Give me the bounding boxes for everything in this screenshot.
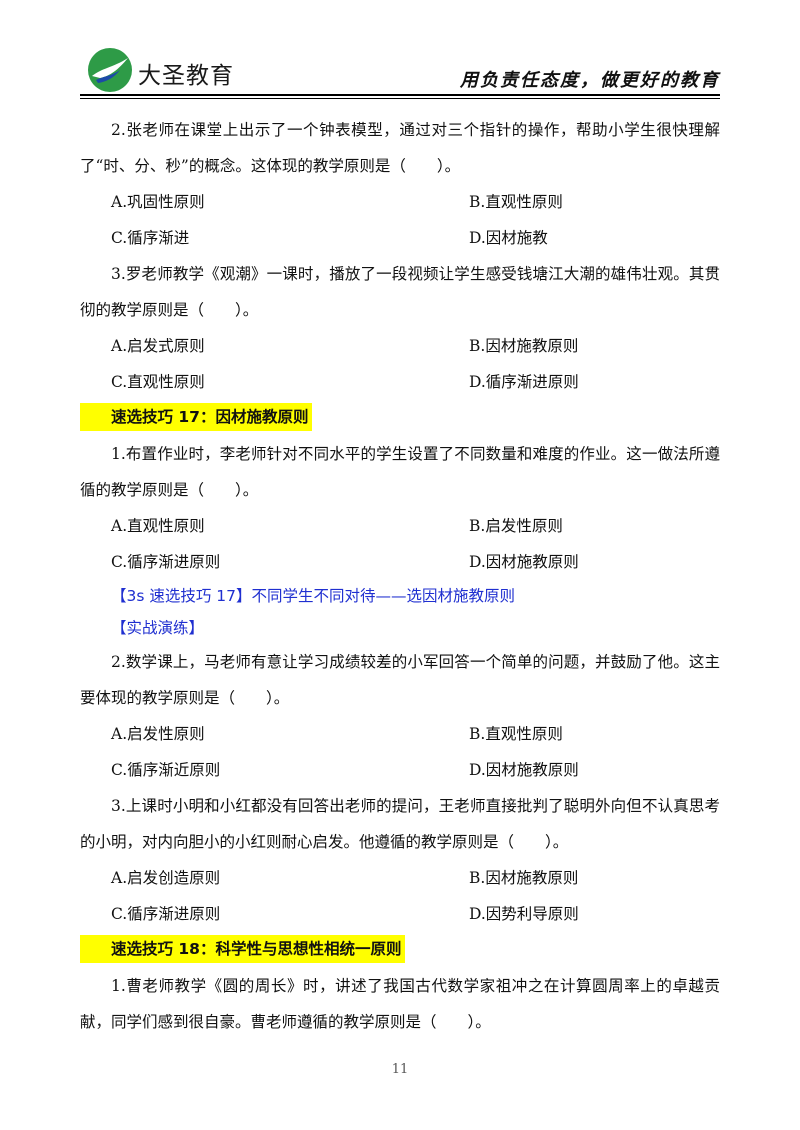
option-d: D.因材施教原则 <box>469 553 579 571</box>
option-d: D.因势利导原则 <box>469 905 579 923</box>
page-header: 大圣教育 用负责任态度，做更好的教育 <box>0 0 800 100</box>
swallow-logo-icon <box>88 48 132 92</box>
option-a: A.启发式原则 <box>111 337 205 355</box>
option-c: C.循序渐进原则 <box>111 553 221 571</box>
section-heading: 速选技巧 17：因材施教原则 <box>80 402 720 432</box>
option-row: C.循序渐进 D.因材施教 <box>80 220 720 256</box>
question-text: 2.张老师在课堂上出示了一个钟表模型，通过对三个指针的操作，帮助小学生很快理解了… <box>80 121 720 175</box>
option-row: A.巩固性原则 B.直观性原则 <box>80 184 720 220</box>
option-row: A.启发性原则 B.直观性原则 <box>80 716 720 752</box>
option-row: A.启发创造原则 B.因材施教原则 <box>80 860 720 896</box>
option-row: C.直观性原则 D.循序渐进原则 <box>80 364 720 400</box>
question-text: 3.上课时小明和小红都没有回答出老师的提问，王老师直接批判了聪明外向但不认真思考… <box>80 797 720 851</box>
option-d: D.循序渐进原则 <box>469 373 579 391</box>
option-b: B.因材施教原则 <box>469 337 579 355</box>
brand-name: 大圣教育 <box>138 63 234 89</box>
option-row: C.循序渐近原则 D.因材施教原则 <box>80 752 720 788</box>
tip-17-heading: 速选技巧 17：因材施教原则 <box>80 403 313 431</box>
option-a: A.启发创造原则 <box>111 869 221 887</box>
option-row: C.循序渐进原则 D.因材施教原则 <box>80 544 720 580</box>
tip-18-heading: 速选技巧 18：科学性与思想性相统一原则 <box>80 935 406 963</box>
question-text: 3.罗老师教学《观潮》一课时，播放了一段视频让学生感受钱塘江大潮的雄伟壮观。其贯… <box>80 265 720 319</box>
option-a: A.启发性原则 <box>111 725 205 743</box>
option-b: B.直观性原则 <box>469 193 563 211</box>
practice-label: 【实战演练】 <box>111 619 205 637</box>
option-c: C.循序渐近原则 <box>111 761 221 779</box>
header-divider <box>80 94 720 96</box>
option-c: C.循序渐进 <box>111 229 190 247</box>
header-slogan: 用负责任态度，做更好的教育 <box>460 70 720 91</box>
option-row: A.直观性原则 B.启发性原则 <box>80 508 720 544</box>
question-text: 1.布置作业时，李老师针对不同水平的学生设置了不同数量和难度的作业。这一做法所遵… <box>80 445 720 499</box>
header-divider-thin <box>80 98 720 99</box>
option-b: B.直观性原则 <box>469 725 563 743</box>
option-d: D.因材施教 <box>469 229 548 247</box>
option-row: C.循序渐进原则 D.因势利导原则 <box>80 896 720 932</box>
section-heading: 速选技巧 18：科学性与思想性相统一原则 <box>80 934 720 964</box>
option-c: C.循序渐进原则 <box>111 905 221 923</box>
option-row: A.启发式原则 B.因材施教原则 <box>80 328 720 364</box>
option-b: B.启发性原则 <box>469 517 563 535</box>
question-text: 2.数学课上，马老师有意让学习成绩较差的小军回答一个简单的问题，并鼓励了他。这主… <box>80 653 720 707</box>
quick-tip-note: 【3s 速选技巧 17】不同学生不同对待——选因材施教原则 <box>111 587 516 605</box>
option-c: C.直观性原则 <box>111 373 205 391</box>
page-body: 2.张老师在课堂上出示了一个钟表模型，通过对三个指针的操作，帮助小学生很快理解了… <box>80 112 720 1040</box>
question-text: 1.曹老师教学《圆的周长》时，讲述了我国古代数学家祖冲之在计算圆周率上的卓越贡献… <box>80 977 720 1031</box>
page-number: 11 <box>391 1062 409 1077</box>
option-d: D.因材施教原则 <box>469 761 579 779</box>
option-b: B.因材施教原则 <box>469 869 579 887</box>
option-a: A.巩固性原则 <box>111 193 205 211</box>
option-a: A.直观性原则 <box>111 517 205 535</box>
